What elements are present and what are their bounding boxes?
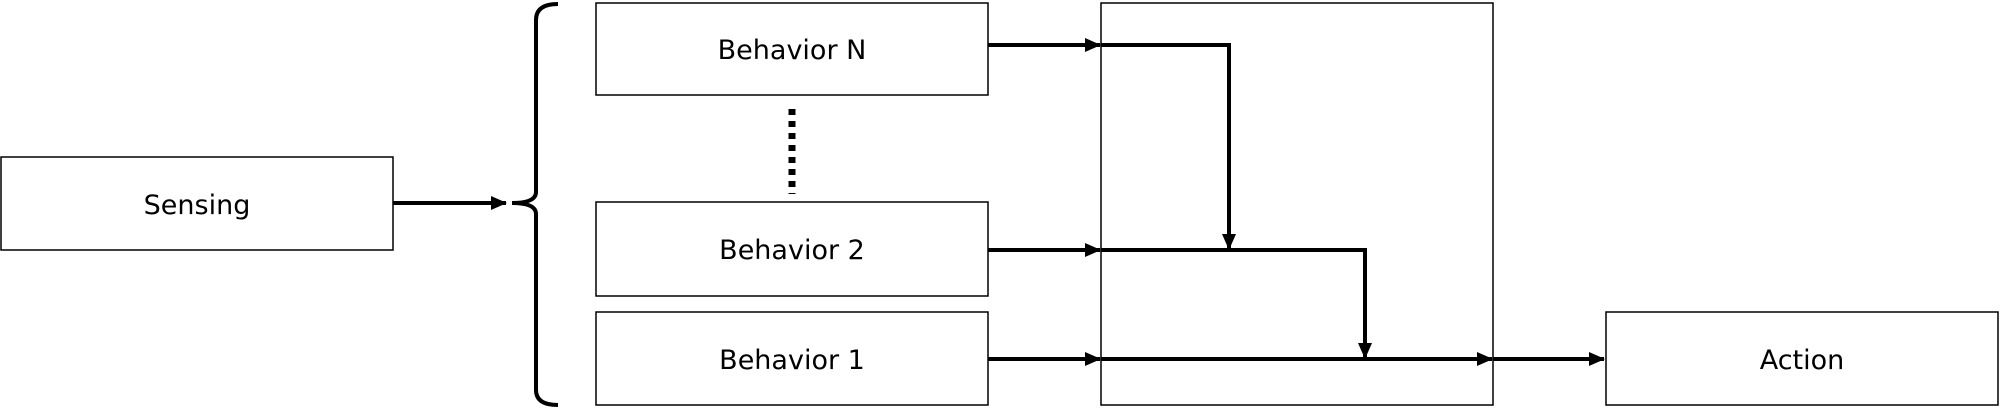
behavior-2-node: Behavior 2 [595,201,989,297]
suppress-n-over-2 [1101,43,1236,250]
sensing-label: Sensing [144,190,251,221]
action-label: Action [1760,345,1845,376]
sensing-node: Sensing [0,156,394,251]
behaviors-brace [511,2,559,407]
behavior-1-label: Behavior 1 [719,345,865,376]
behavior-2-label: Behavior 2 [719,235,865,266]
behavior-1-node: Behavior 1 [595,311,989,406]
behavior-n-label: Behavior N [718,35,867,66]
suppress-2-over-1 [1101,248,1372,359]
behavior-n-node: Behavior N [595,2,989,96]
arbitration-box [1100,2,1494,406]
action-node: Action [1605,311,1999,406]
